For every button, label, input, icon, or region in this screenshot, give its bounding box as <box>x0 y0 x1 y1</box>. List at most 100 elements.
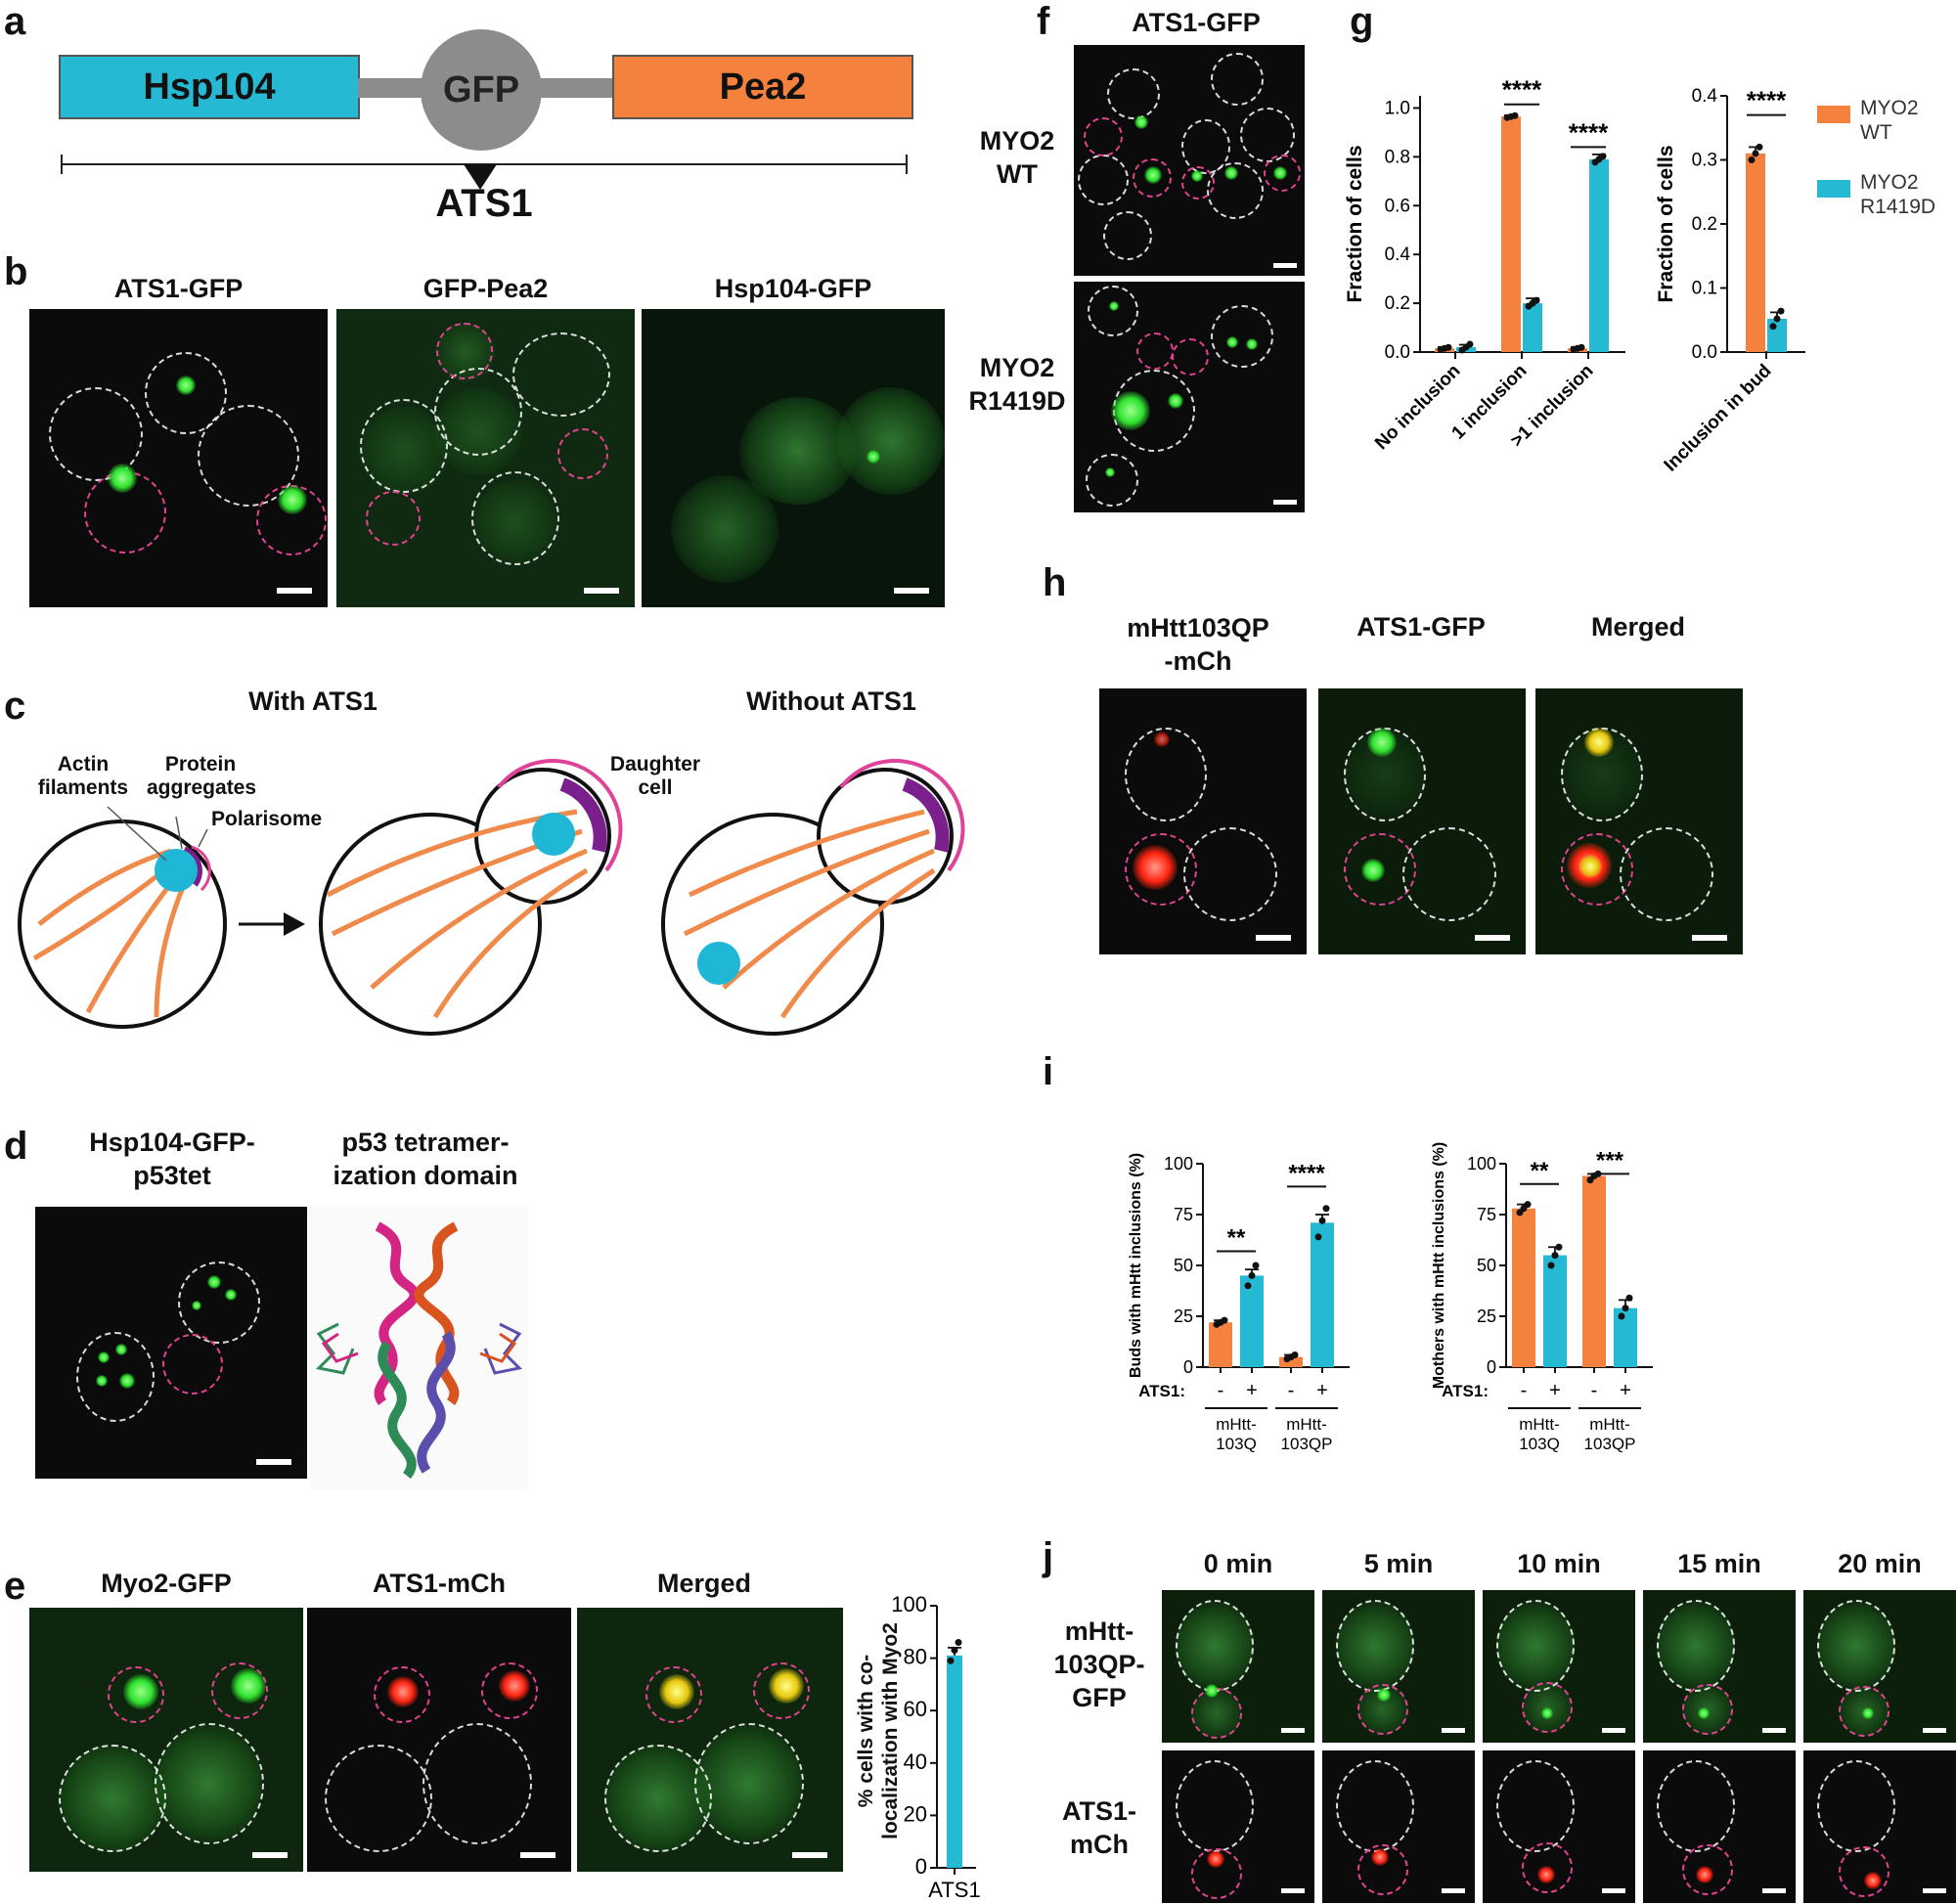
e-ylabel-container: % cells with co-localization with Myo2 <box>855 1584 902 1878</box>
data-point <box>1221 1316 1228 1324</box>
ats1-sign: - <box>1288 1380 1295 1401</box>
e-title-3: Merged <box>656 1569 752 1598</box>
d-title-2: p53 tetramer- ization domain <box>333 1128 518 1190</box>
micrograph-j-mch <box>1322 1750 1475 1903</box>
group-label: mHtt- <box>1216 1415 1257 1434</box>
c-title-with: With ATS1 <box>248 686 378 716</box>
j-time-4: 20 min <box>1838 1549 1922 1578</box>
y-tick-label: 100 <box>1467 1154 1496 1173</box>
scale-bar <box>1442 1888 1465 1893</box>
bar <box>1543 1255 1567 1367</box>
cell-outline <box>1620 827 1713 921</box>
y-tick-label: 0 <box>1487 1357 1496 1377</box>
ats1-sign: + <box>1316 1380 1328 1401</box>
micrograph-d-hsp104-p53tet <box>35 1207 307 1479</box>
scale-bar <box>1273 263 1297 268</box>
cell-outline <box>1336 1760 1414 1852</box>
inclusion-dot <box>867 450 880 464</box>
inclusion-dot <box>207 1275 221 1289</box>
y-tick-label: 0.8 <box>1385 147 1410 167</box>
mhtt-spot <box>1133 845 1178 890</box>
scale-bar <box>256 1459 291 1465</box>
bud-outline <box>1522 1682 1573 1733</box>
inclusion-dot <box>1109 301 1119 311</box>
bud-outline <box>1181 166 1215 199</box>
y-tick-label: 80 <box>904 1645 927 1669</box>
bud-outline <box>1839 1686 1889 1737</box>
panel-label-b: b <box>4 250 28 293</box>
bud-outline <box>1264 155 1301 192</box>
y-axis-label: Fraction of cells <box>1655 145 1677 302</box>
scale-tick-right <box>906 155 908 174</box>
legend-item-wt: MYO2 WT <box>1817 96 1954 155</box>
significance-stars: **** <box>1747 86 1787 115</box>
significance-stars: **** <box>1288 1160 1325 1186</box>
myo2-spot <box>123 1674 158 1709</box>
micrograph-j-mch <box>1803 1750 1956 1903</box>
micrograph-b-hsp104-gfp <box>642 309 945 607</box>
cell-outline <box>1336 1600 1414 1692</box>
cell-outline <box>1402 827 1496 921</box>
y-axis-label: Fraction of cells <box>1344 145 1366 302</box>
b-title-2: GFP-Pea2 <box>422 274 549 303</box>
b-title-3: Hsp104-GFP <box>714 274 872 303</box>
inclusion-dot <box>1224 166 1238 180</box>
group-label: 103QP <box>1584 1435 1636 1453</box>
f-title: ATS1-GFP <box>1132 8 1261 37</box>
scale-bar <box>1762 1888 1786 1893</box>
cell-outline <box>360 399 448 493</box>
y-tick-label: 50 <box>1477 1256 1496 1275</box>
data-point <box>1599 153 1607 160</box>
cell-outline <box>1817 1600 1895 1692</box>
scale-bar <box>792 1852 827 1858</box>
colocalized-spot <box>769 1668 804 1704</box>
bar <box>1589 158 1609 352</box>
bud-outline <box>162 1334 223 1395</box>
cell-outline <box>1125 728 1207 821</box>
annotation-polarisome: Polarisome <box>211 808 323 830</box>
data-point <box>1244 1282 1252 1290</box>
inclusion-dot <box>1377 1688 1391 1702</box>
y-tick-label: 20 <box>904 1801 927 1826</box>
bar <box>1209 1322 1232 1367</box>
bud-outline <box>1136 332 1174 370</box>
ats1-sign: - <box>1521 1380 1528 1401</box>
legend-item-r1419d: MYO2 R1419D <box>1817 170 1954 229</box>
inclusion-dot <box>1168 393 1183 409</box>
ats1-spot <box>499 1670 530 1702</box>
panel-label-g: g <box>1350 0 1374 43</box>
cell-outline <box>1657 1600 1735 1692</box>
myo2-spot <box>231 1668 266 1704</box>
cell-outline <box>1211 305 1273 368</box>
inclusion-dot <box>115 1344 127 1355</box>
bud-outline <box>753 1662 810 1719</box>
cell-glow <box>837 387 945 495</box>
ats1-marker-triangle <box>464 164 497 190</box>
scale-bar <box>1475 935 1510 941</box>
mother-cell-with-aggregate <box>18 806 227 1029</box>
scale-bar <box>1923 1888 1946 1893</box>
j-time-2: 10 min <box>1517 1549 1601 1578</box>
bar <box>1746 153 1765 352</box>
hsp104-label: Hsp104 <box>143 66 276 108</box>
ats1-sign: - <box>1218 1380 1224 1401</box>
y-tick-label: 60 <box>904 1697 927 1721</box>
cell-outline <box>1086 454 1138 507</box>
legend-label-r1419d: MYO2 R1419D <box>1860 171 1936 219</box>
y-tick-label: 0.4 <box>1692 86 1718 107</box>
y-tick-label: 25 <box>1477 1306 1496 1326</box>
data-point <box>1578 343 1585 351</box>
cell-outline <box>59 1745 166 1852</box>
ats1-sign: - <box>1591 1380 1598 1401</box>
micrograph-f-wt <box>1074 45 1305 276</box>
data-point <box>1533 296 1540 304</box>
y-tick-label: 0 <box>1183 1357 1193 1377</box>
p53-tetramerization-structure <box>309 1207 528 1490</box>
chart-e-ylabel: % cells with co-localization with Myo2 <box>854 1622 902 1839</box>
inclusion-dot <box>1541 1707 1553 1719</box>
ats1-spot <box>1367 728 1397 757</box>
